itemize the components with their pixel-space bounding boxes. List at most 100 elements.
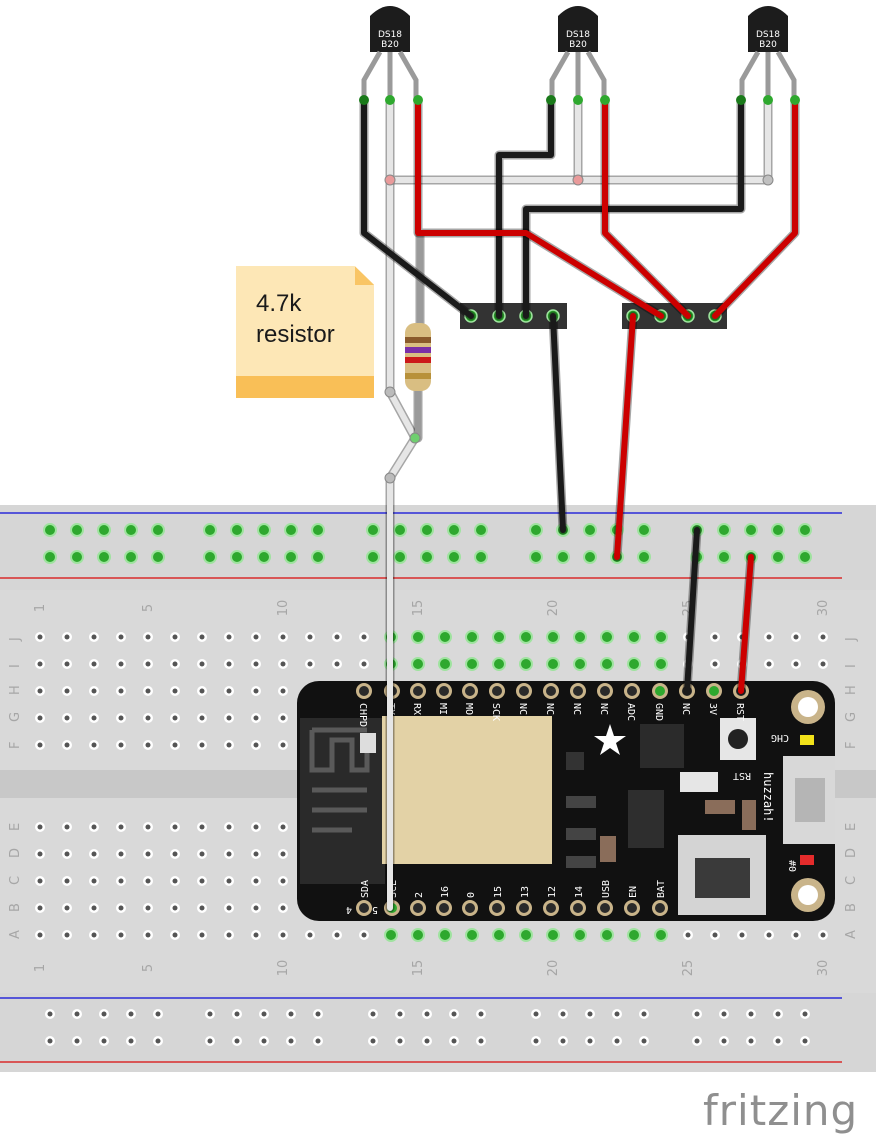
rail-hole <box>771 550 785 564</box>
breadboard-hole-center <box>118 932 124 938</box>
rail-hole <box>257 523 271 537</box>
wire-bend-point <box>384 386 396 398</box>
rail-hole <box>97 550 111 564</box>
board-pin-hole <box>492 903 502 913</box>
breadboard-hole-center <box>361 932 367 938</box>
breadboard-hole-center <box>91 905 97 911</box>
breadboard-hole-center <box>253 742 259 748</box>
adafruit-star-icon <box>594 724 626 755</box>
breadboard-hole <box>411 928 425 942</box>
top-pin-label: MI <box>437 703 448 715</box>
sensor-label: DS18 <box>566 30 590 40</box>
breadboard-hole-center <box>118 742 124 748</box>
row-letter: H <box>844 685 859 695</box>
breadboard-hole-center <box>226 742 232 748</box>
breadboard-hole <box>438 630 452 644</box>
sensor-leg <box>361 50 383 100</box>
breadboard-hole-center <box>334 661 340 667</box>
breadboard-hole-center <box>199 824 205 830</box>
rail-hole-center <box>641 1011 647 1017</box>
rail-hole-center <box>101 1011 107 1017</box>
resistor <box>405 323 431 391</box>
bottom-pin-label: SDA <box>360 880 371 898</box>
wire-bend-point <box>409 432 421 444</box>
rail-hole <box>230 550 244 564</box>
breadboard-hole-center <box>145 688 151 694</box>
board-pin-hole <box>492 686 502 696</box>
fritzing-logo: fritzing <box>703 1086 859 1135</box>
breadboard-hole-center <box>64 878 70 884</box>
row-letter: G <box>844 712 859 722</box>
row-letter: F <box>8 742 23 749</box>
breadboard-hole-center <box>172 851 178 857</box>
wire-bend-point <box>384 472 396 484</box>
rail-hole-center <box>560 1011 566 1017</box>
rail-hole-center <box>587 1011 593 1017</box>
breadboard-hole-center <box>118 688 124 694</box>
bottom-pin-label: 15 <box>493 886 504 898</box>
rail-hole-center <box>451 1038 457 1044</box>
chg-led <box>800 735 814 745</box>
rail-hole-center <box>234 1038 240 1044</box>
breadboard-hole-center <box>172 634 178 640</box>
rail-hole <box>420 550 434 564</box>
rail-hole-center <box>694 1011 700 1017</box>
rail-hole <box>97 523 111 537</box>
rail-hole-center <box>560 1038 566 1044</box>
breadboard-hole-center <box>64 905 70 911</box>
breadboard-hole-center <box>145 932 151 938</box>
rail-hole <box>717 550 731 564</box>
top-pin-label: NC <box>680 703 691 715</box>
usb-chip <box>640 724 684 768</box>
column-number: 10 <box>276 960 291 977</box>
breadboard-hole-center <box>172 688 178 694</box>
board-name: huzzah! <box>761 772 775 823</box>
column-number: 5 <box>141 964 156 972</box>
rail-hole <box>70 523 84 537</box>
breadboard-hole-center <box>64 851 70 857</box>
rail-hole <box>447 523 461 537</box>
breadboard-hole-center <box>118 824 124 830</box>
breadboard-hole-center <box>145 634 151 640</box>
rail-hole-center <box>802 1038 808 1044</box>
breadboard-hole-center <box>37 824 43 830</box>
board-pin-hole <box>573 686 583 696</box>
breadboard-hole-center <box>145 715 151 721</box>
breadboard-hole-center <box>712 932 718 938</box>
note-band <box>236 376 374 398</box>
breadboard-hole-center <box>685 932 691 938</box>
power-wire-to-board <box>738 554 754 694</box>
breadboard-hole-center <box>37 905 43 911</box>
breadboard-hole-center <box>199 634 205 640</box>
sensor-body <box>370 6 410 52</box>
breadboard-hole-center <box>91 715 97 721</box>
rail-hole <box>798 523 812 537</box>
sensor-pin-joint <box>546 95 556 105</box>
sensor-pin-joint <box>736 95 746 105</box>
rail-hole <box>70 550 84 564</box>
top-pin-label: NC <box>544 703 555 715</box>
rail-hole-center <box>641 1038 647 1044</box>
row-letter: F <box>844 742 859 749</box>
rail-hole-center <box>451 1011 457 1017</box>
breadboard-hole-center <box>91 688 97 694</box>
rail-hole-center <box>207 1011 213 1017</box>
rail-hole-center <box>74 1011 80 1017</box>
breadboard-hole-center <box>91 878 97 884</box>
sensor-label: B20 <box>569 40 587 50</box>
sensor-label: B20 <box>759 40 777 50</box>
breadboard-hole <box>600 630 614 644</box>
breadboard-hole <box>546 928 560 942</box>
rail-hole-center <box>478 1038 484 1044</box>
breadboard-hole-center <box>820 932 826 938</box>
power-wire-to-rail <box>614 313 636 560</box>
top-pin-label: RST <box>734 703 745 721</box>
top-pin-label: CHPD <box>357 703 368 727</box>
board-pin-hole <box>413 686 423 696</box>
rail-hole <box>151 523 165 537</box>
breadboard-hole-center <box>199 661 205 667</box>
breadboard-hole-center <box>118 661 124 667</box>
board-pin-hole <box>546 903 556 913</box>
